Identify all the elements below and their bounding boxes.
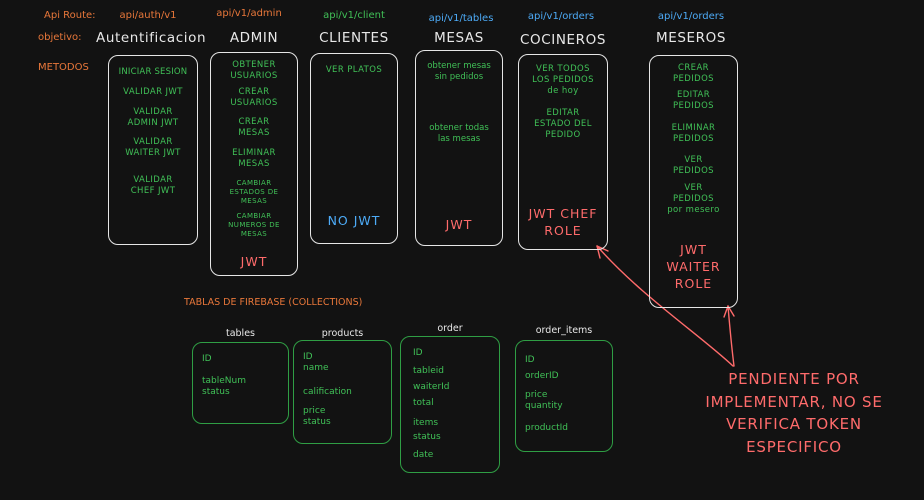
method-eliminar-pedidos: ELIMINAR PEDIDOS bbox=[671, 123, 716, 144]
method-editar-pedidos: EDITAR PEDIDOS bbox=[673, 90, 714, 111]
collection-name-order: order bbox=[437, 323, 463, 334]
title-meseros: MESEROS bbox=[655, 30, 727, 46]
collection-products: ID name calification price status bbox=[293, 340, 392, 444]
auth-clientes: NO JWT bbox=[327, 213, 381, 228]
collection-name-order-items: order_items bbox=[535, 325, 593, 336]
field-group: items status bbox=[413, 418, 441, 442]
box-admin: OBTENER USUARIOS CREAR USUARIOS CREAR ME… bbox=[210, 52, 298, 276]
box-clientes: VER PLATOS NO JWT bbox=[310, 53, 398, 244]
method-validar-jwt: VALIDAR JWT bbox=[123, 87, 183, 97]
collection-name-products: products bbox=[321, 328, 364, 339]
note-arrow-to-meseros bbox=[723, 305, 735, 367]
auth-mesas: JWT bbox=[445, 217, 473, 232]
route-tables: api/v1/tables bbox=[428, 13, 494, 24]
field-group: productId bbox=[525, 423, 568, 433]
field-group: ID orderID bbox=[525, 355, 559, 381]
box-autentificacion: INICIAR SESION VALIDAR JWT VALIDAR ADMIN… bbox=[108, 55, 198, 245]
method-iniciar-sesion: INICIAR SESION bbox=[118, 67, 188, 77]
method-eliminar-mesas: ELIMINAR MESAS bbox=[232, 148, 276, 169]
method-cambiar-estados: CAMBIAR ESTADOS DE MESAS bbox=[229, 179, 279, 205]
field-group: calification bbox=[303, 387, 352, 397]
metodos-label: METODOS bbox=[38, 62, 89, 73]
method-obtener-todas-las-mesas: obtener todas las mesas bbox=[429, 123, 489, 144]
box-cocineros: VER TODOS LOS PEDIDOS de hoy EDITAR ESTA… bbox=[518, 54, 608, 250]
field-group: ID bbox=[202, 354, 212, 364]
auth-cocineros: JWT CHEF ROLE bbox=[528, 206, 598, 238]
route-auth: api/auth/v1 bbox=[119, 10, 177, 21]
field-group: price quantity bbox=[525, 390, 563, 411]
firebase-title: TABLAS DE FIREBASE (COLLECTIONS) bbox=[184, 297, 363, 308]
box-mesas: obtener mesas sin pedidos obtener todas … bbox=[415, 50, 503, 246]
method-validar-chef-jwt: VALIDAR CHEF JWT bbox=[130, 175, 176, 196]
method-obtener-usuarios: OBTENER USUARIOS bbox=[230, 60, 278, 81]
field-group: date bbox=[413, 450, 434, 460]
field-group: ID bbox=[413, 348, 423, 358]
method-crear-mesas: CREAR MESAS bbox=[238, 117, 270, 138]
field-group: price status bbox=[303, 406, 331, 427]
method-ver-todos-los-pedidos: VER TODOS LOS PEDIDOS de hoy bbox=[532, 64, 594, 96]
collection-order: ID tableid waiterId total items status d… bbox=[400, 336, 500, 473]
collection-tables: ID tableNum status bbox=[192, 342, 289, 424]
auth-meseros: JWT WAITER ROLE bbox=[666, 242, 721, 291]
method-editar-estado-pedido: EDITAR ESTADO DEL PEDIDO bbox=[534, 108, 592, 140]
method-obtener-mesas-sin-pedidos: obtener mesas sin pedidos bbox=[427, 61, 491, 82]
route-orders-meseros: api/v1/orders bbox=[657, 11, 725, 22]
title-cocineros: COCINEROS bbox=[519, 32, 607, 48]
method-ver-platos: VER PLATOS bbox=[325, 65, 383, 75]
title-admin: ADMIN bbox=[229, 30, 279, 46]
field-group: ID name bbox=[303, 352, 329, 373]
box-meseros: CREAR PEDIDOS EDITAR PEDIDOS ELIMINAR PE… bbox=[649, 55, 738, 308]
pending-implementation-note: PENDIENTE POR IMPLEMENTAR, NO SE VERIFIC… bbox=[705, 370, 883, 456]
method-crear-pedidos: CREAR PEDIDOS bbox=[673, 63, 714, 84]
method-crear-usuarios: CREAR USUARIOS bbox=[230, 87, 278, 108]
objetivo-label: objetivo: bbox=[38, 32, 82, 43]
method-ver-pedidos: VER PEDIDOS bbox=[673, 155, 714, 176]
route-client: api/v1/client bbox=[323, 10, 385, 21]
api-route-label: Api Route: bbox=[44, 10, 96, 21]
method-validar-admin-jwt: VALIDAR ADMIN JWT bbox=[127, 107, 179, 128]
route-admin: api/v1/admin bbox=[216, 8, 282, 19]
field-group: tableNum status bbox=[202, 376, 246, 397]
auth-admin: JWT bbox=[240, 254, 268, 269]
method-validar-waiter-jwt: VALIDAR WAITER JWT bbox=[125, 137, 181, 158]
collection-name-tables: tables bbox=[225, 328, 255, 339]
field-group: tableid waiterId total bbox=[413, 366, 450, 408]
method-cambiar-numeros: CAMBIAR NUMEROS DE MESAS bbox=[228, 212, 280, 238]
method-ver-pedidos-por-mesero: VER PEDIDOS por mesero bbox=[667, 183, 720, 215]
title-mesas: MESAS bbox=[434, 30, 484, 46]
route-orders-cocineros: api/v1/orders bbox=[527, 11, 595, 22]
collection-order-items: ID orderID price quantity productId bbox=[515, 340, 613, 452]
title-clientes: CLIENTES bbox=[319, 30, 389, 46]
title-autentificacion: Autentificacion bbox=[96, 30, 207, 46]
